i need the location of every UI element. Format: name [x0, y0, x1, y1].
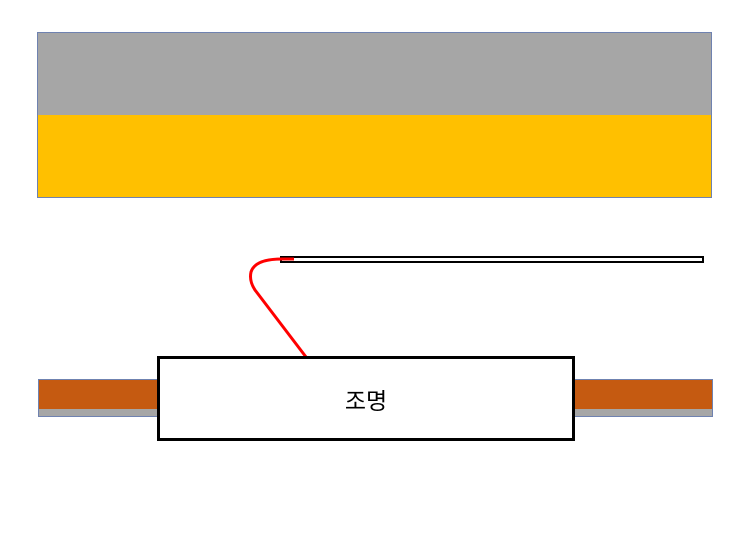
red-wire	[249, 257, 308, 358]
lamp-box: 조명	[157, 356, 575, 441]
lamp-label: 조명	[344, 388, 388, 415]
copper-strip-left	[38, 379, 163, 417]
gray-layer	[37, 32, 712, 116]
cable	[280, 256, 704, 263]
copper-strip-right	[570, 379, 713, 417]
yellow-layer	[37, 115, 712, 198]
